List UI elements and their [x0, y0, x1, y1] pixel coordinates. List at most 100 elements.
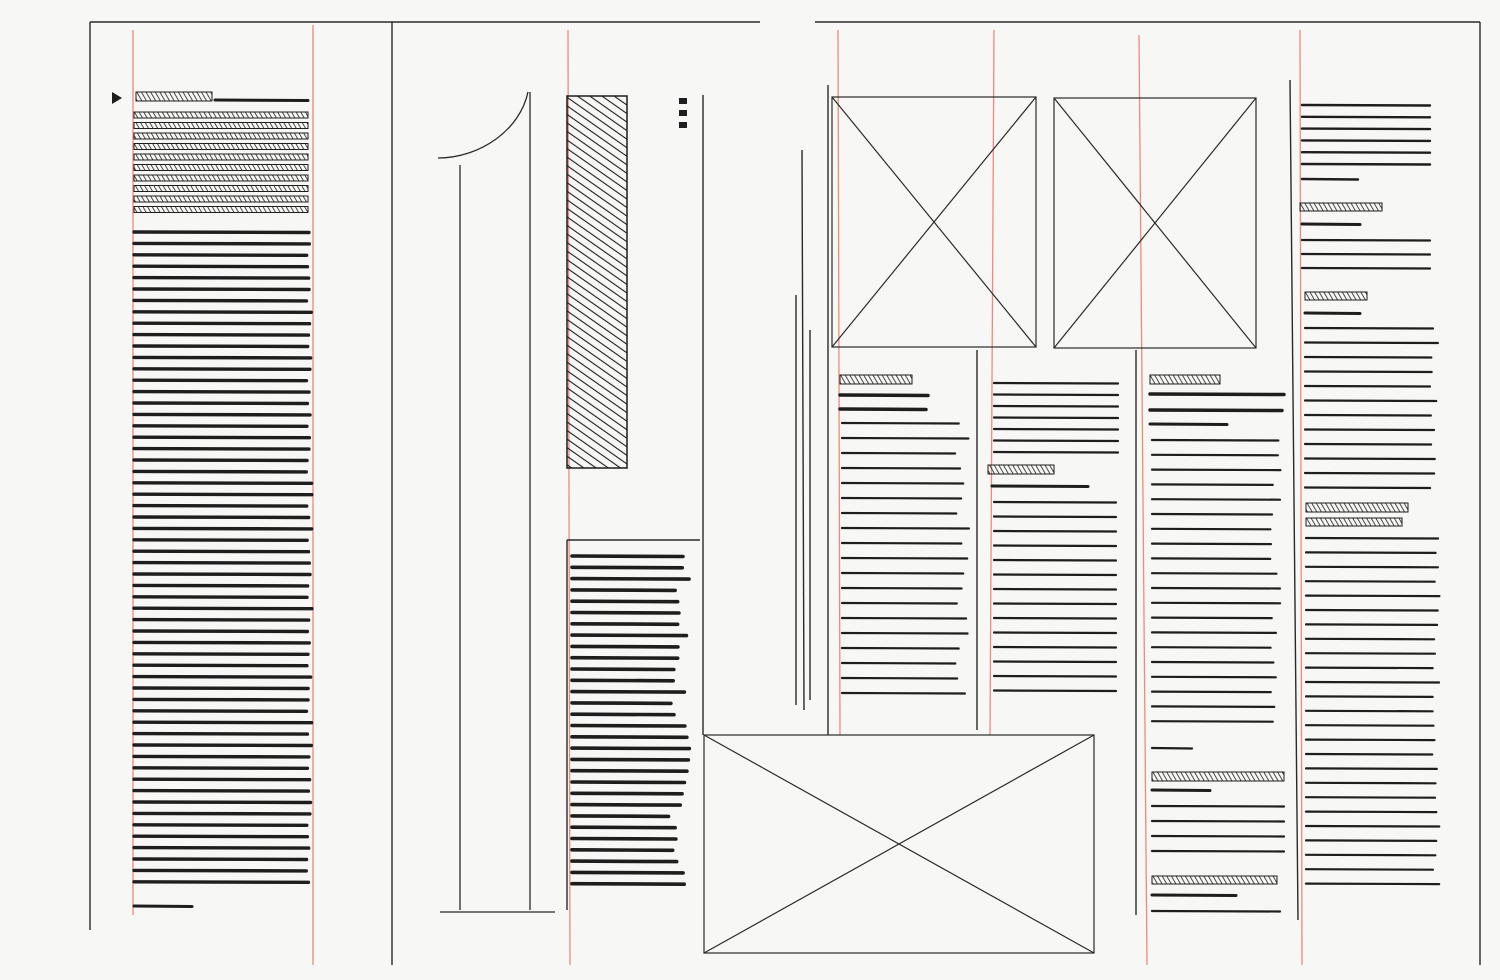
column-text-line [132, 663, 309, 668]
column-text-line [1150, 690, 1272, 694]
body-text-line [570, 599, 680, 604]
column-text-line [132, 674, 313, 679]
column-text-line [1304, 551, 1437, 555]
column-text-line [132, 583, 310, 588]
body-text-line [570, 678, 676, 683]
x-box-icon [703, 734, 1095, 954]
column-text-line [1304, 695, 1434, 699]
body-text-line [570, 780, 687, 785]
column-text-line [132, 709, 309, 713]
column-text-line [1300, 103, 1432, 107]
column-text-line [1150, 849, 1286, 853]
column-text-line [992, 689, 1118, 693]
hatched-image [566, 95, 628, 469]
column-text-line [1304, 652, 1436, 655]
column-text-line [992, 602, 1118, 606]
column-divider-h [1289, 79, 1299, 921]
column-text-line [132, 481, 314, 485]
numeral-serif-curve [437, 91, 529, 159]
lead-hatched-line [133, 164, 309, 171]
column-text-line [1300, 139, 1432, 143]
body-text-line [570, 791, 684, 796]
column-text-line [1304, 666, 1434, 670]
column-text-line [992, 631, 1118, 635]
column-text-line [992, 587, 1118, 591]
column-text-line [132, 355, 313, 360]
column-text-line [1304, 767, 1438, 771]
column-text-line [840, 631, 969, 635]
column-text-line [132, 503, 309, 508]
column-text-line [992, 645, 1118, 649]
column-text-line [132, 800, 313, 805]
ornament-marks [112, 92, 687, 128]
column-text-line [1304, 623, 1439, 627]
column-text-line [1150, 646, 1272, 649]
column-text-line [132, 367, 312, 371]
column-text-line [1304, 608, 1439, 612]
body-text-line [570, 881, 687, 887]
column-text-line [132, 754, 311, 759]
column-text-line [132, 389, 311, 394]
body-text-line [570, 768, 689, 774]
column-text-line [132, 788, 311, 793]
column-text-line [1150, 705, 1276, 709]
column-text-line [132, 264, 310, 269]
column-text-line [840, 616, 968, 620]
column-text-line [132, 572, 312, 577]
body-text-line [570, 746, 692, 751]
column-text-line [132, 617, 311, 622]
column-text-line [1303, 442, 1433, 446]
column-text-line [1150, 438, 1280, 442]
column-subhead-line [1300, 222, 1362, 226]
column-text-line [992, 500, 1118, 504]
column-text-line [992, 416, 1120, 420]
column-heading-bar [1305, 517, 1403, 527]
column-text-line [132, 526, 314, 531]
column-text-line [132, 401, 310, 406]
column-text-line [1150, 819, 1286, 823]
column-text-line [1300, 150, 1432, 154]
column-text-line [840, 586, 963, 590]
lead-heading-bar [135, 91, 213, 102]
column-text-line [840, 556, 969, 560]
column-text-line [840, 481, 965, 485]
lead-hatched-line [133, 206, 309, 213]
column-subhead-line [838, 407, 928, 412]
column-text-line [1150, 512, 1274, 516]
body-text-line [570, 621, 680, 627]
body-text-line [570, 610, 681, 615]
ornament-mark [679, 110, 687, 116]
column-text-line [840, 466, 962, 470]
body-text-line [570, 701, 673, 706]
column-text-line [1303, 399, 1438, 403]
column-heading-bar [1149, 374, 1221, 385]
sketched-text-lines [132, 91, 1441, 913]
lead-hatched-line [133, 132, 309, 140]
column-text-line [132, 446, 311, 451]
column-text-line [1150, 586, 1282, 590]
column-heading-bar [1151, 875, 1278, 885]
column-text-line [1304, 536, 1440, 540]
column-text-line [132, 777, 312, 782]
column-text-line [1303, 457, 1436, 461]
column-text-line [132, 904, 194, 908]
column-text-line [992, 393, 1120, 397]
x-box-icon [831, 96, 1037, 348]
lead-text-line [213, 98, 310, 102]
column-text-line [132, 492, 314, 497]
column-text-line [132, 720, 314, 725]
column-text-line [992, 544, 1118, 548]
column-text-line [132, 823, 309, 827]
column-text-line [132, 298, 309, 303]
column-text-line [132, 275, 311, 280]
body-text-line [570, 689, 687, 694]
column-text-line [1300, 238, 1432, 242]
column-text-line [132, 469, 309, 474]
body-text-line [570, 667, 676, 672]
hatched-image-block [566, 95, 628, 469]
body-text-line [570, 802, 682, 807]
column-text-line [1303, 471, 1436, 475]
column-text-line [1300, 127, 1432, 131]
column-text-line [1150, 616, 1273, 620]
